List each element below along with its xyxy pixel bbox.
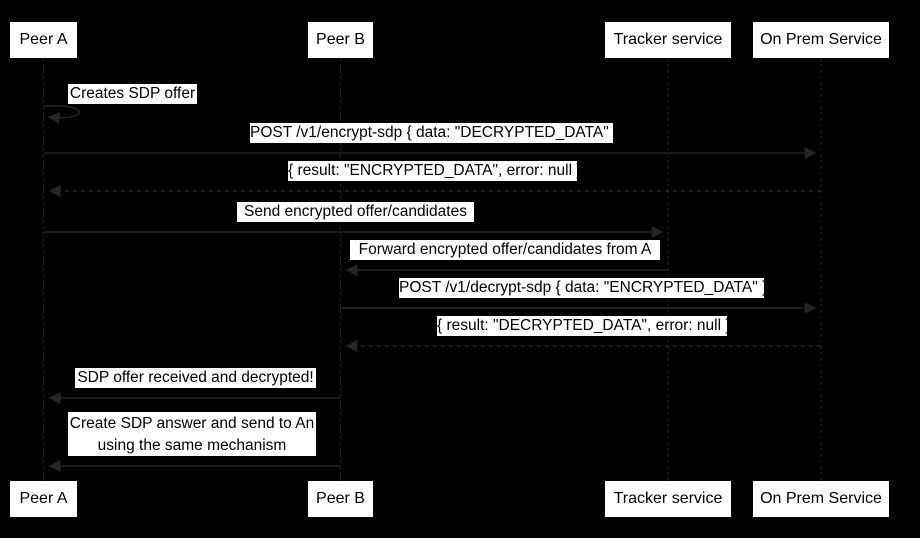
message-forward-encrypted: Forward encrypted offer/candidates from … [350,240,660,260]
actor-peer-b-top: Peer B [308,22,373,58]
actor-on-prem-service-bottom: On Prem Service [753,481,889,517]
message-creates-sdp-offer: Creates SDP offer [68,84,197,104]
message-decrypt-result: { result: "DECRYPTED_DATA", error: null … [437,316,731,336]
message-create-answer: Create SDP answer and send to An using t… [68,412,316,456]
actor-tracker-service-top: Tracker service [605,22,731,58]
arrow-creates-sdp-offer [43,104,80,124]
actor-tracker-service-bottom: Tracker service [605,481,731,517]
message-encrypt-result: { result: "ENCRYPTED_DATA", error: null … [288,161,582,181]
actor-peer-b-bottom: Peer B [308,481,373,517]
message-decrypt-post: POST /v1/decrypt-sdp { data: "ENCRYPTED_… [399,278,768,298]
actor-on-prem-service-top: On Prem Service [753,22,889,58]
actor-peer-a-bottom: Peer A [10,481,77,517]
message-encrypt-post: POST /v1/encrypt-sdp { data: "DECRYPTED_… [250,123,619,143]
message-offer-received: SDP offer received and decrypted! [75,368,316,388]
message-create-answer-line-1: Create SDP answer and send to An [69,415,315,432]
actor-peer-a-top: Peer A [10,22,77,58]
message-create-answer-line-2: using the same mechanism [97,436,287,454]
message-send-encrypted: Send encrypted offer/candidates [237,202,474,222]
